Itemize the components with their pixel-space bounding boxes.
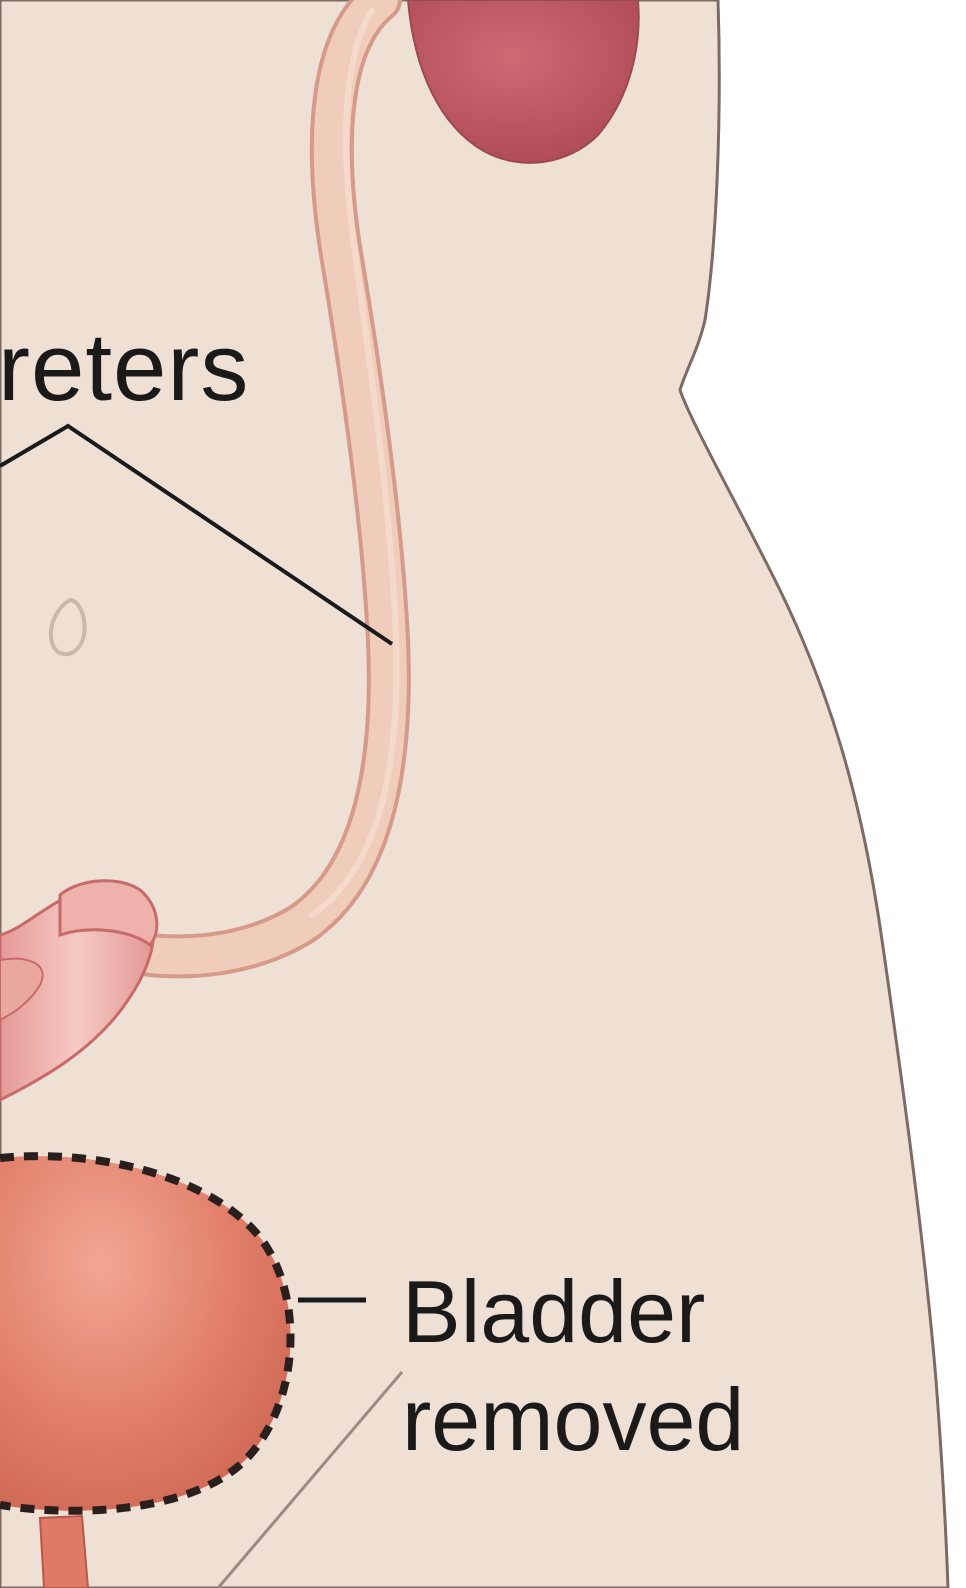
ureters-label: reters — [0, 320, 249, 416]
removed-label: removed — [402, 1376, 744, 1464]
bladder-label: Bladder — [402, 1268, 705, 1356]
